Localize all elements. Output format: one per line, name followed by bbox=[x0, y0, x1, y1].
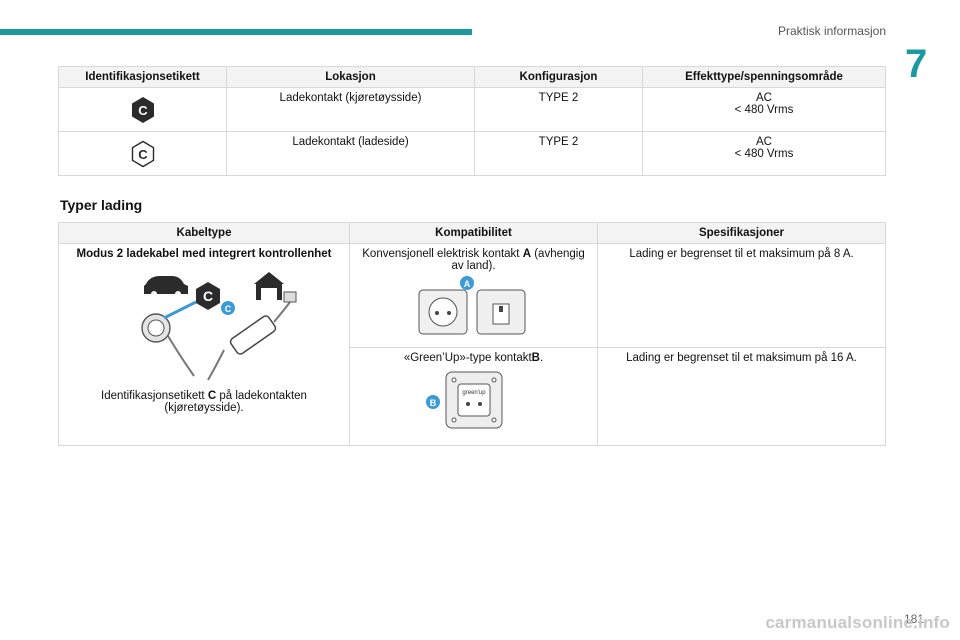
location-cell: Ladekontakt (kjøretøysside) bbox=[226, 87, 475, 132]
svg-text:C: C bbox=[138, 147, 148, 162]
control-unit-icon bbox=[207, 291, 297, 381]
label-cell: C bbox=[58, 131, 227, 176]
column-header: Lokasjon bbox=[226, 66, 475, 88]
section-title: Typer lading bbox=[60, 197, 143, 213]
compatibility-text: «Green’Up»-type kontaktB. bbox=[403, 352, 544, 364]
table-row: Modus 2 ladekabel med integrert kontroll… bbox=[58, 243, 886, 446]
power-cell: AC < 480 Vrms bbox=[642, 131, 886, 176]
socket-a-illustration: A bbox=[418, 276, 525, 335]
page-number: 181 bbox=[903, 612, 924, 626]
column-header: Konfigurasjon bbox=[474, 66, 643, 88]
header-accent-bar bbox=[0, 29, 472, 35]
identification-table: Identifikasjonsetikett Lokasjon Konfigur… bbox=[58, 66, 886, 176]
watermark: carmanualsonline.info bbox=[765, 613, 950, 632]
config-cell: TYPE 2 bbox=[474, 131, 643, 176]
greenup-socket-icon: green'up bbox=[445, 371, 502, 429]
charging-connector-icon bbox=[141, 300, 197, 377]
section-header: Praktisk informasjon bbox=[777, 24, 886, 38]
location-cell: Ladekontakt (ladeside) bbox=[226, 131, 475, 176]
uk-socket-icon bbox=[476, 289, 525, 335]
column-header: Spesifikasjoner bbox=[597, 222, 886, 244]
power-type: AC bbox=[756, 136, 772, 148]
column-header: Kabeltype bbox=[58, 222, 350, 244]
table-row: C Ladekontakt (ladeside) TYPE 2 AC < 480… bbox=[58, 131, 886, 176]
badge-b-icon: B bbox=[425, 395, 440, 409]
charging-types-table: Kabeltype Kompatibilitet Spesifikasjoner… bbox=[58, 222, 886, 446]
cable-title: Modus 2 ladekabel med integrert kontroll… bbox=[76, 248, 332, 260]
compatibility-cell: «Green’Up»-type kontaktB. B green'up bbox=[349, 347, 598, 446]
badge-c-icon: C bbox=[221, 301, 235, 315]
specification-cell: Lading er begrenset til et maksimum på 1… bbox=[597, 347, 886, 446]
power-type: AC bbox=[756, 92, 772, 104]
table-header-row: Identifikasjonsetikett Lokasjon Konfigur… bbox=[58, 66, 886, 88]
table-row: «Green’Up»-type kontaktB. B green'up Lad… bbox=[59, 347, 886, 446]
svg-text:A: A bbox=[463, 279, 470, 289]
cable-cell: Modus 2 ladekabel med integrert kontroll… bbox=[58, 243, 350, 446]
french-socket-icon bbox=[418, 289, 467, 335]
label-cell: C bbox=[58, 87, 227, 132]
column-header: Effekttype/spenningsområde bbox=[642, 66, 886, 88]
voltage-range: < 480 Vrms bbox=[734, 148, 794, 160]
chapter-number: 7 bbox=[905, 42, 928, 86]
svg-text:C: C bbox=[203, 288, 213, 304]
hexagon-c-filled-icon: C bbox=[196, 282, 220, 310]
hexagon-c-filled-icon: C bbox=[131, 97, 154, 123]
voltage-range: < 480 Vrms bbox=[734, 104, 794, 116]
hexagon-c-outline-icon: C bbox=[131, 140, 154, 168]
table-header-row: Kabeltype Kompatibilitet Spesifikasjoner bbox=[58, 222, 886, 244]
mode2-cable-illustration: C C bbox=[141, 272, 297, 381]
cable-caption: Identifikasjonsetikett C på ladekontakte… bbox=[101, 390, 307, 414]
config-cell: TYPE 2 bbox=[474, 87, 643, 132]
specification-cell: Lading er begrenset til et maksimum på 8… bbox=[597, 243, 886, 348]
car-icon bbox=[144, 276, 188, 297]
power-cell: AC < 480 Vrms bbox=[642, 87, 886, 132]
house-icon bbox=[254, 272, 284, 300]
compatibility-cell: Konvensjonell elektrisk kontakt A (avhen… bbox=[349, 243, 598, 348]
svg-text:B: B bbox=[429, 398, 436, 408]
column-header: Kompatibilitet bbox=[349, 222, 598, 244]
badge-a-icon: A bbox=[459, 276, 474, 290]
svg-text:green'up: green'up bbox=[462, 390, 486, 396]
svg-text:C: C bbox=[225, 304, 232, 314]
column-header: Identifikasjonsetikett bbox=[58, 66, 227, 88]
svg-text:C: C bbox=[138, 103, 148, 118]
socket-b-illustration: B green'up bbox=[425, 371, 502, 429]
table-row: C Ladekontakt (kjøretøysside) TYPE 2 AC … bbox=[58, 87, 886, 132]
compatibility-text: Konvensjonell elektrisk kontakt A (avhen… bbox=[362, 248, 585, 272]
